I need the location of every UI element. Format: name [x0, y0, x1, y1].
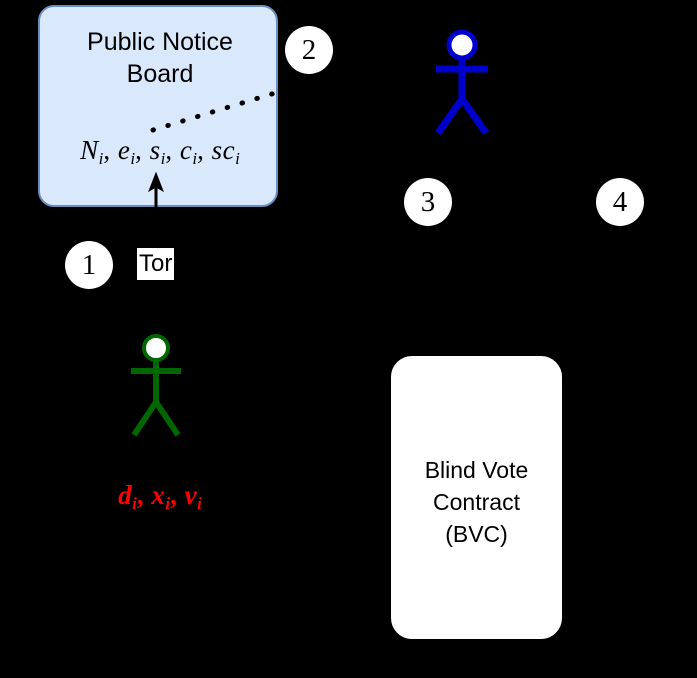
voter-formula-term-v: vi	[184, 480, 202, 513]
blind-vote-contract-label: Blind Vote Contract (BVC)	[424, 457, 529, 547]
step-badge-2-label: 2	[301, 33, 317, 66]
step-badge-4: 4	[596, 178, 644, 226]
public-notice-board-formula: Ni, ei, si, ci, sci	[80, 135, 240, 168]
step-badge-3: 3	[404, 178, 452, 226]
formula-term-N: Ni	[80, 135, 104, 168]
public-notice-board-title: Public Notice Board	[87, 28, 233, 88]
step-badge-4-label: 4	[612, 185, 628, 218]
step-badge-2: 2	[285, 26, 333, 74]
step-badge-1: 1	[65, 241, 113, 289]
voter-formula-term-x: xi	[151, 480, 171, 513]
blind-vote-contract-box: Blind Vote Contract (BVC)	[390, 355, 563, 640]
voter-secret-formula: di, xi, vi	[118, 480, 202, 513]
voter-formula-term-d: di	[118, 480, 137, 513]
step-badge-3-label: 3	[420, 185, 436, 218]
observer-actor	[435, 29, 489, 136]
formula-term-e: ei	[117, 135, 136, 168]
public-notice-board: Public Notice Board Ni, ei, si, ci, sci	[38, 5, 278, 207]
formula-term-sc: sci	[211, 135, 240, 168]
formula-term-c: ci	[179, 135, 198, 168]
step-badge-1-label: 1	[81, 248, 97, 281]
voter-actor	[131, 334, 181, 437]
formula-term-s: si	[149, 135, 166, 168]
tor-label: Tor	[137, 248, 175, 280]
